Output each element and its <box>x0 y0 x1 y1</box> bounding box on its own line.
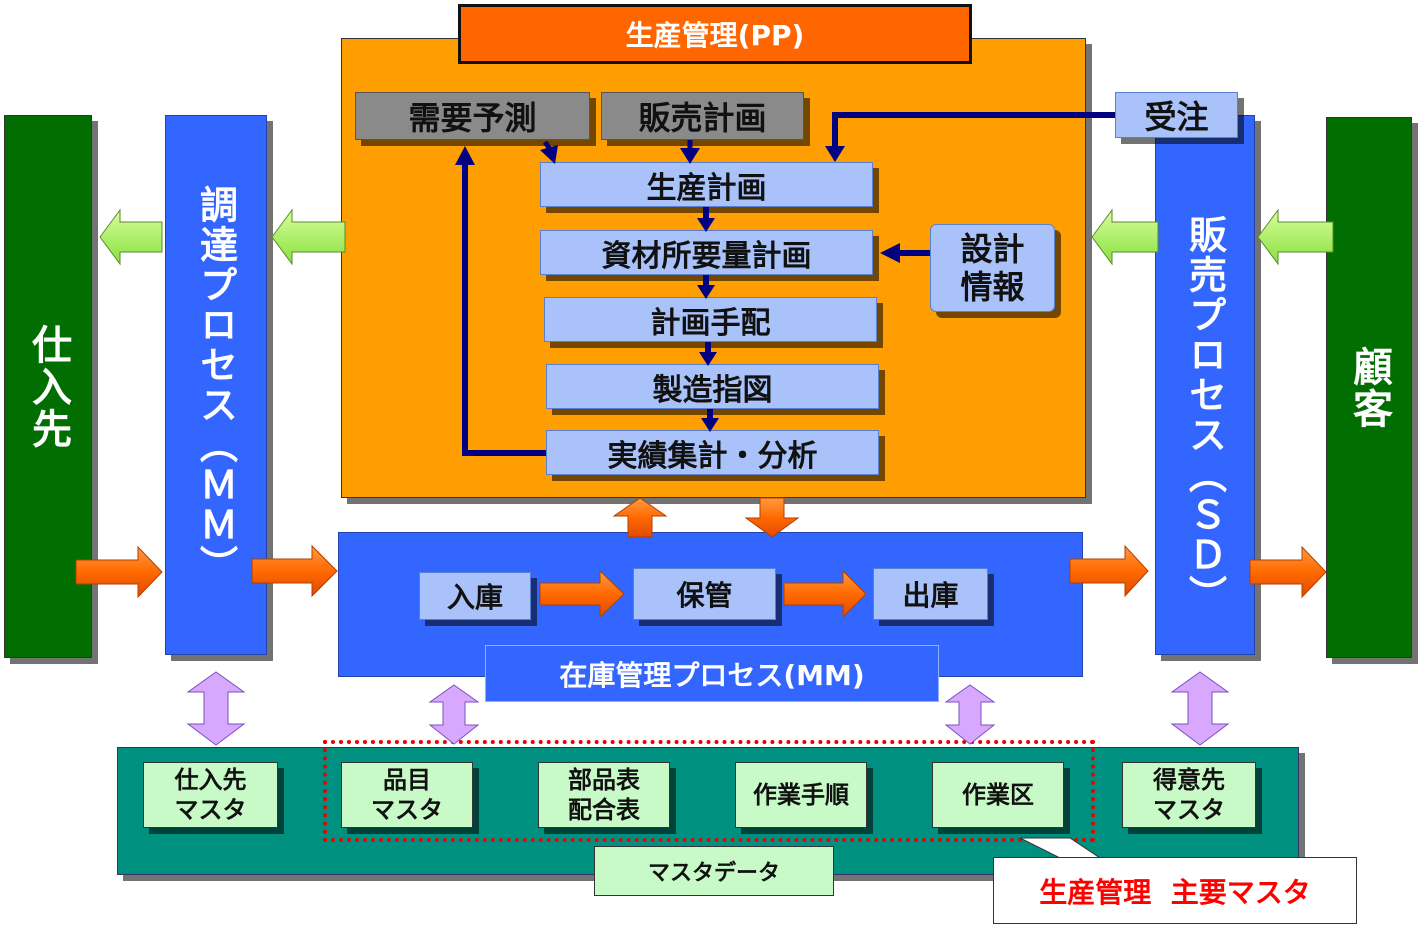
pp-title-box: 生産管理(PP) <box>458 4 972 64</box>
orange-arrow-up-to-pp <box>612 497 668 538</box>
arrowhead-to-results <box>701 418 719 432</box>
storage-label: 保管 <box>676 579 733 612</box>
green-arrow-to-sales <box>1257 208 1334 266</box>
shipping-box: 出庫 <box>873 568 988 620</box>
shipping-label: 出庫 <box>902 579 959 612</box>
receiving-box: 入庫 <box>419 572 531 620</box>
inventory-title: 在庫管理プロセス(MM) <box>559 658 865 692</box>
orange-arrow-down-to-inventory <box>744 497 800 538</box>
sales-plan-box: 販売計画 <box>601 92 804 140</box>
work-center-label: 作業区 <box>962 781 1034 809</box>
supplier-master-box: 仕入先 マスタ <box>143 762 278 828</box>
customer-column: 顧客 <box>1326 117 1412 658</box>
master-data-title: マスタデータ <box>647 861 780 886</box>
production-plan-label: 生産計画 <box>646 170 767 206</box>
customer-master-box: 得意先 マスタ <box>1122 762 1256 828</box>
mrp-label: 資材所要量計画 <box>601 238 812 274</box>
purple-arrow-sales-master <box>1170 671 1230 746</box>
sales-plan-arrowhead <box>680 148 700 164</box>
supplier-column: 仕入先 <box>4 115 92 658</box>
orange-arrow-sales-to-customer <box>1249 545 1327 599</box>
sales-process-label: 販売プロセス（ＳＤ） <box>1182 215 1227 615</box>
master-data-title-box: マスタデータ <box>594 846 834 896</box>
customer-master-label: 得意先 マスタ <box>1153 766 1225 824</box>
feedback-arrowhead <box>455 146 475 165</box>
supplier-master-label: 仕入先 マスタ <box>174 766 247 824</box>
pp-master-highlight <box>323 740 1095 842</box>
demand-forecast-arrowhead <box>540 145 558 164</box>
arrowhead-to-arrangement <box>697 285 715 299</box>
production-plan-box: 生産計画 <box>540 162 873 207</box>
manufacturing-order-box: 製造指図 <box>546 364 879 409</box>
orange-arrow-storage-to-shipping <box>783 569 867 619</box>
mrp-box: 資材所要量計画 <box>540 230 873 275</box>
orange-arrow-supplier-to-procurement <box>75 545 163 599</box>
order-line <box>832 112 1115 150</box>
demand-forecast-box: 需要予測 <box>355 92 590 140</box>
routing-label: 作業手順 <box>753 781 849 809</box>
arrowhead-to-order <box>699 352 717 366</box>
green-arrow-to-procurement <box>271 208 346 266</box>
bom-box: 部品表 配合表 <box>538 762 670 828</box>
purple-arrow-inventory-master-left <box>428 684 480 745</box>
storage-box: 保管 <box>633 568 776 620</box>
purple-arrow-procurement-master <box>186 671 246 746</box>
work-center-box: 作業区 <box>932 762 1064 828</box>
inventory-title-box: 在庫管理プロセス(MM) <box>485 645 939 702</box>
orange-arrow-inventory-to-sales <box>1069 544 1149 598</box>
results-analysis-box: 実績集計・分析 <box>546 430 879 475</box>
manufacturing-order-label: 製造指図 <box>652 372 773 408</box>
item-master-label: 品目 マスタ <box>371 766 443 824</box>
sales-process-column: 販売プロセス（ＳＤ） <box>1155 115 1255 655</box>
bom-label: 部品表 配合表 <box>568 766 640 824</box>
orange-arrow-receiving-to-storage <box>539 569 625 619</box>
demand-forecast-label: 需要予測 <box>408 99 537 137</box>
plan-arrangement-box: 計画手配 <box>544 297 877 342</box>
design-info-arrowhead <box>880 243 900 263</box>
routing-box: 作業手順 <box>735 762 867 828</box>
order-received-label: 受注 <box>1144 98 1209 136</box>
customer-label: 顧客 <box>1346 345 1392 430</box>
feedback-line <box>462 160 546 456</box>
design-info-box: 設計 情報 <box>930 224 1055 312</box>
procurement-process-label: 調達プロセス（ＭＭ） <box>193 185 238 585</box>
order-arrowhead <box>825 146 845 162</box>
order-received-box: 受注 <box>1115 92 1238 138</box>
plan-arrangement-label: 計画手配 <box>650 305 771 341</box>
pp-title: 生産管理(PP) <box>625 19 805 52</box>
purple-arrow-inventory-master-right <box>944 684 996 745</box>
pp-master-callout-label: 生産管理 主要マスタ <box>1039 875 1311 909</box>
arrowhead-to-mrp <box>697 218 715 232</box>
green-arrow-to-pp <box>1091 208 1159 266</box>
green-arrow-to-supplier <box>99 208 163 266</box>
sales-plan-label: 販売計画 <box>638 99 767 137</box>
procurement-process-column: 調達プロセス（ＭＭ） <box>165 115 267 655</box>
orange-arrow-procurement-to-inventory <box>251 544 338 598</box>
receiving-label: 入庫 <box>446 581 503 614</box>
design-info-label: 設計 情報 <box>960 229 1025 306</box>
callout-pointer <box>1019 837 1102 859</box>
results-analysis-label: 実績集計・分析 <box>607 438 818 474</box>
supplier-label: 仕入先 <box>25 323 71 450</box>
item-master-box: 品目 マスタ <box>341 762 473 828</box>
demand-forecast-link <box>542 140 555 154</box>
pp-master-callout: 生産管理 主要マスタ <box>993 857 1357 924</box>
